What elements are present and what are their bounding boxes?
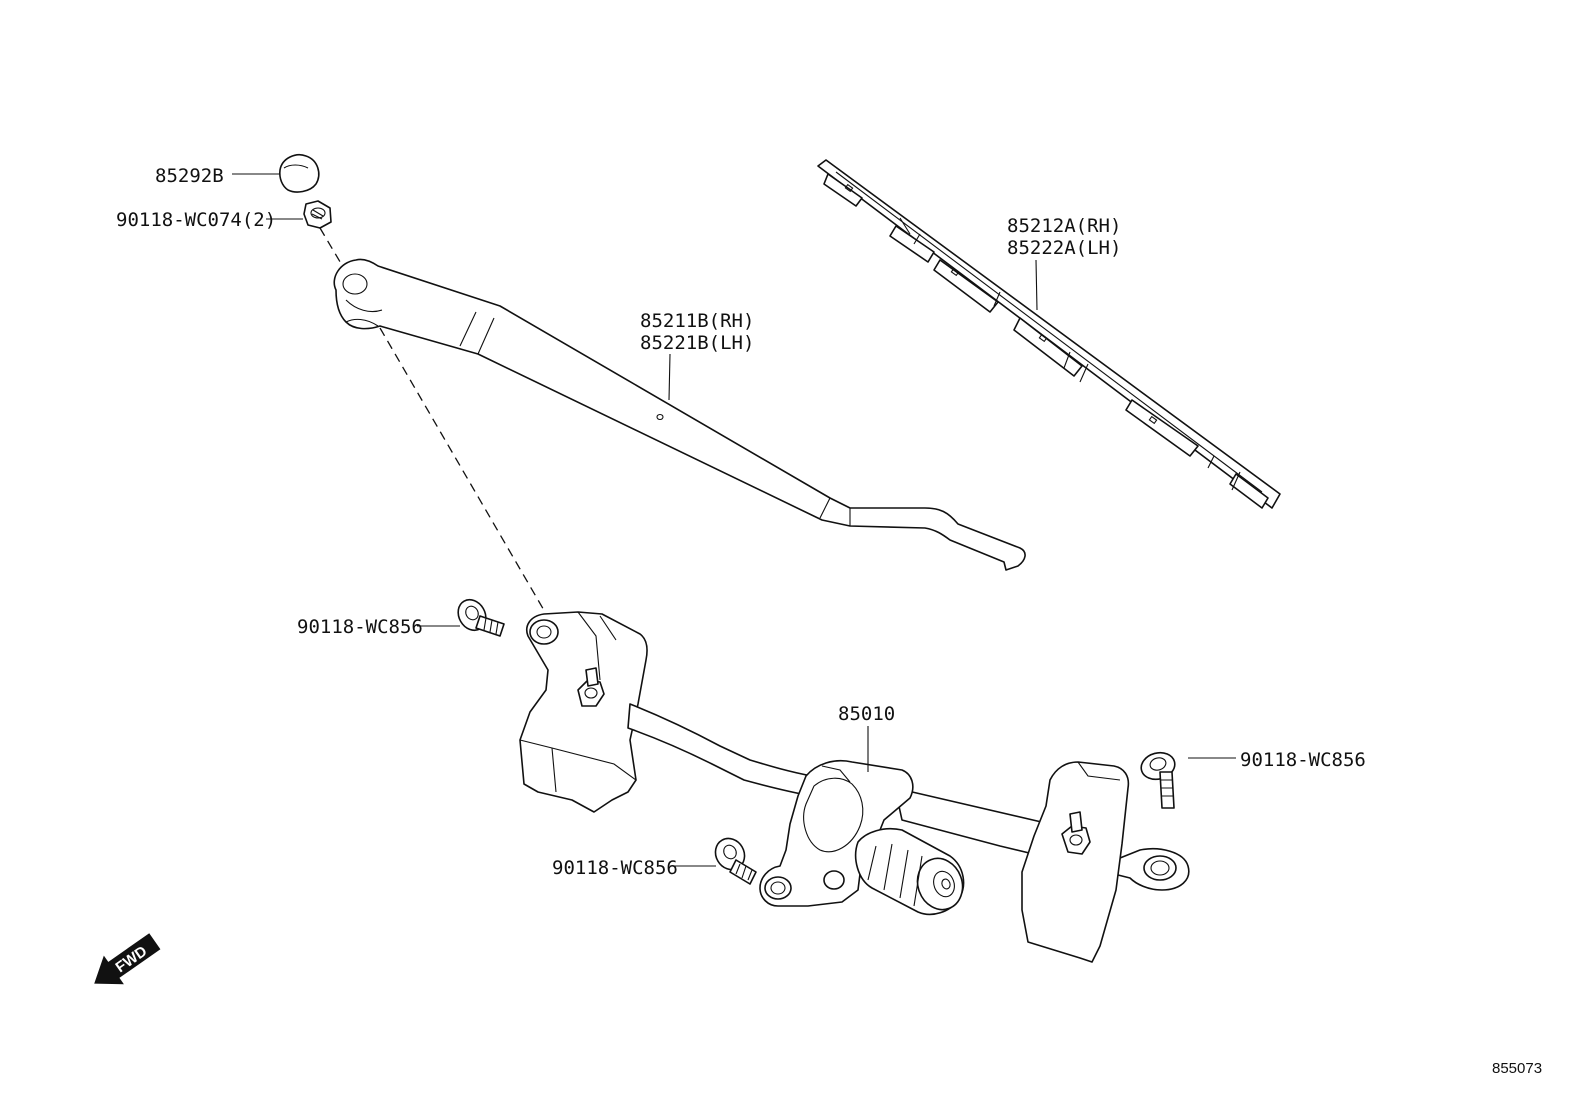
label-arm-cap: 85292B (155, 165, 224, 187)
bolt-left (457, 598, 505, 637)
label-arm-nut: 90118-WC074(2) (116, 209, 276, 231)
diagram-reference-number: 855073 (1492, 1060, 1542, 1077)
arm-nut (303, 200, 332, 229)
bolt-right (1140, 751, 1176, 809)
label-arm-rh: 85211B(RH) (640, 310, 754, 332)
fwd-arrow: FWD (94, 933, 161, 985)
wiper-blade (817, 159, 1281, 509)
wiper-link-assembly (519, 611, 1190, 963)
label-link: 85010 (838, 703, 895, 725)
leader-lines (232, 173, 1236, 867)
label-arm-lh: 85221B(LH) (640, 332, 754, 354)
label-bolt-left: 90118-WC856 (297, 616, 423, 638)
assembly-line-pivot (379, 327, 546, 613)
bolt-bottom (714, 837, 757, 885)
label-bolt-right: 90118-WC856 (1240, 749, 1366, 771)
arm-cap (279, 154, 320, 193)
label-blade-rh: 85212A(RH) (1007, 215, 1121, 237)
label-blade-lh: 85222A(LH) (1007, 237, 1121, 259)
label-bolt-bottom: 90118-WC856 (552, 857, 678, 879)
wiper-arm (333, 258, 1026, 571)
